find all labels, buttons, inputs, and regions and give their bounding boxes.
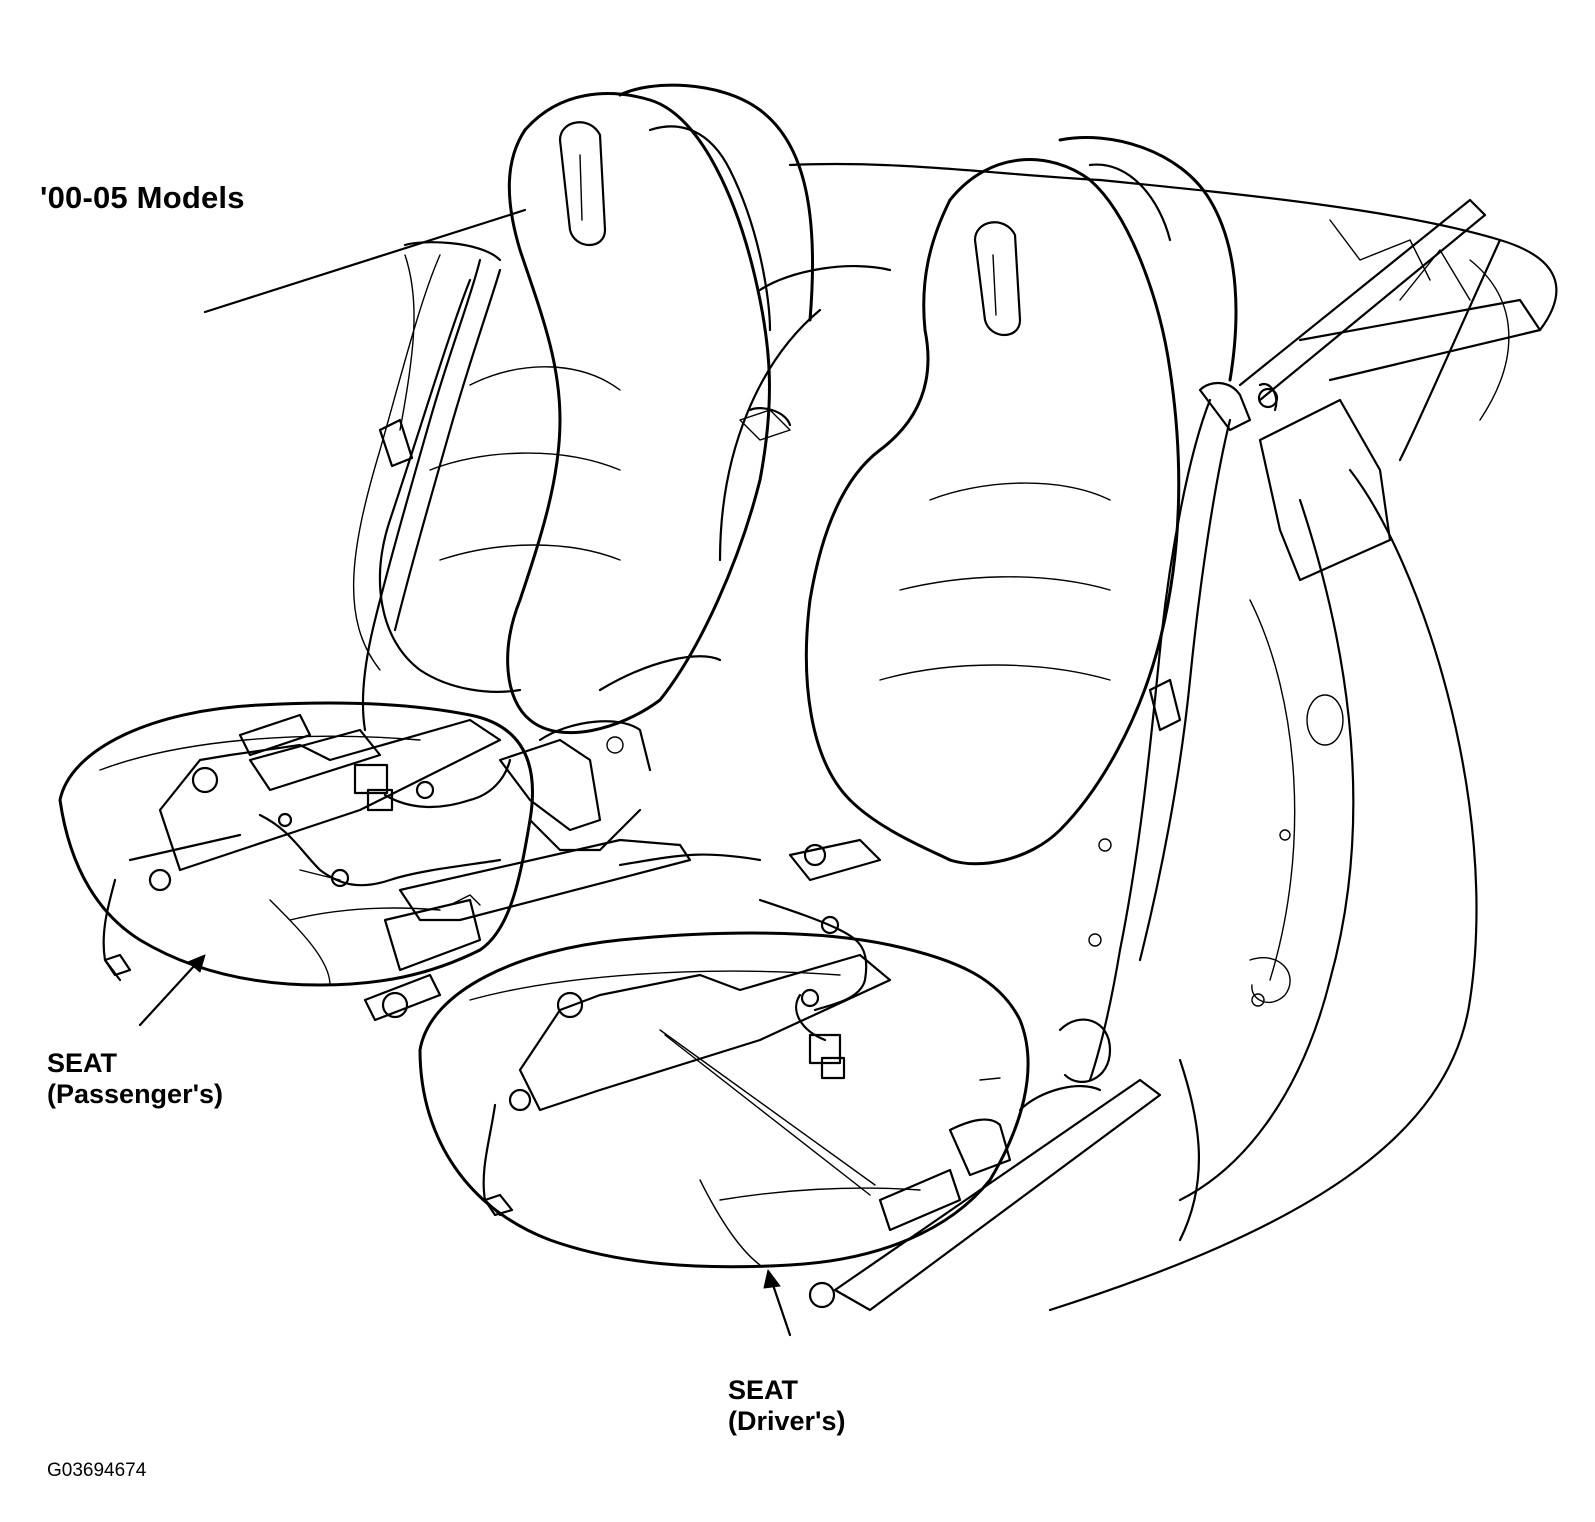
driver-seat-rails [482, 838, 1162, 1312]
center-console [498, 407, 792, 852]
passenger-seat-label-line1: SEAT [47, 1048, 118, 1078]
driver-seat-cushion [418, 931, 1030, 1269]
car-body-outline [203, 162, 1558, 1312]
roll-bar-structure [1238, 198, 1542, 582]
passenger-seat-wiring [258, 758, 512, 888]
passenger-seat-leader [138, 954, 206, 1027]
passenger-seat-label: SEAT (Passenger's) [47, 1048, 223, 1110]
driver-seat-back [718, 136, 1238, 866]
passenger-seat-rails [102, 713, 692, 1022]
driver-seat-wiring [659, 898, 876, 1196]
figure-id: G03694674 [47, 1460, 147, 1481]
driver-seat-leader [763, 1269, 792, 1337]
driver-seat-label: SEAT (Driver's) [728, 1375, 845, 1437]
passenger-seat-back [352, 83, 815, 735]
passenger-seat-belt [361, 258, 502, 732]
driver-seat-belt [1058, 382, 1279, 1083]
model-title: '00-05 Models [40, 180, 245, 215]
passenger-seat-label-line2: (Passenger's) [47, 1079, 224, 1110]
passenger-seat-cushion [58, 701, 534, 987]
driver-seat-label-line1: SEAT [728, 1375, 799, 1405]
driver-seat-label-line2: (Driver's) [728, 1406, 846, 1437]
